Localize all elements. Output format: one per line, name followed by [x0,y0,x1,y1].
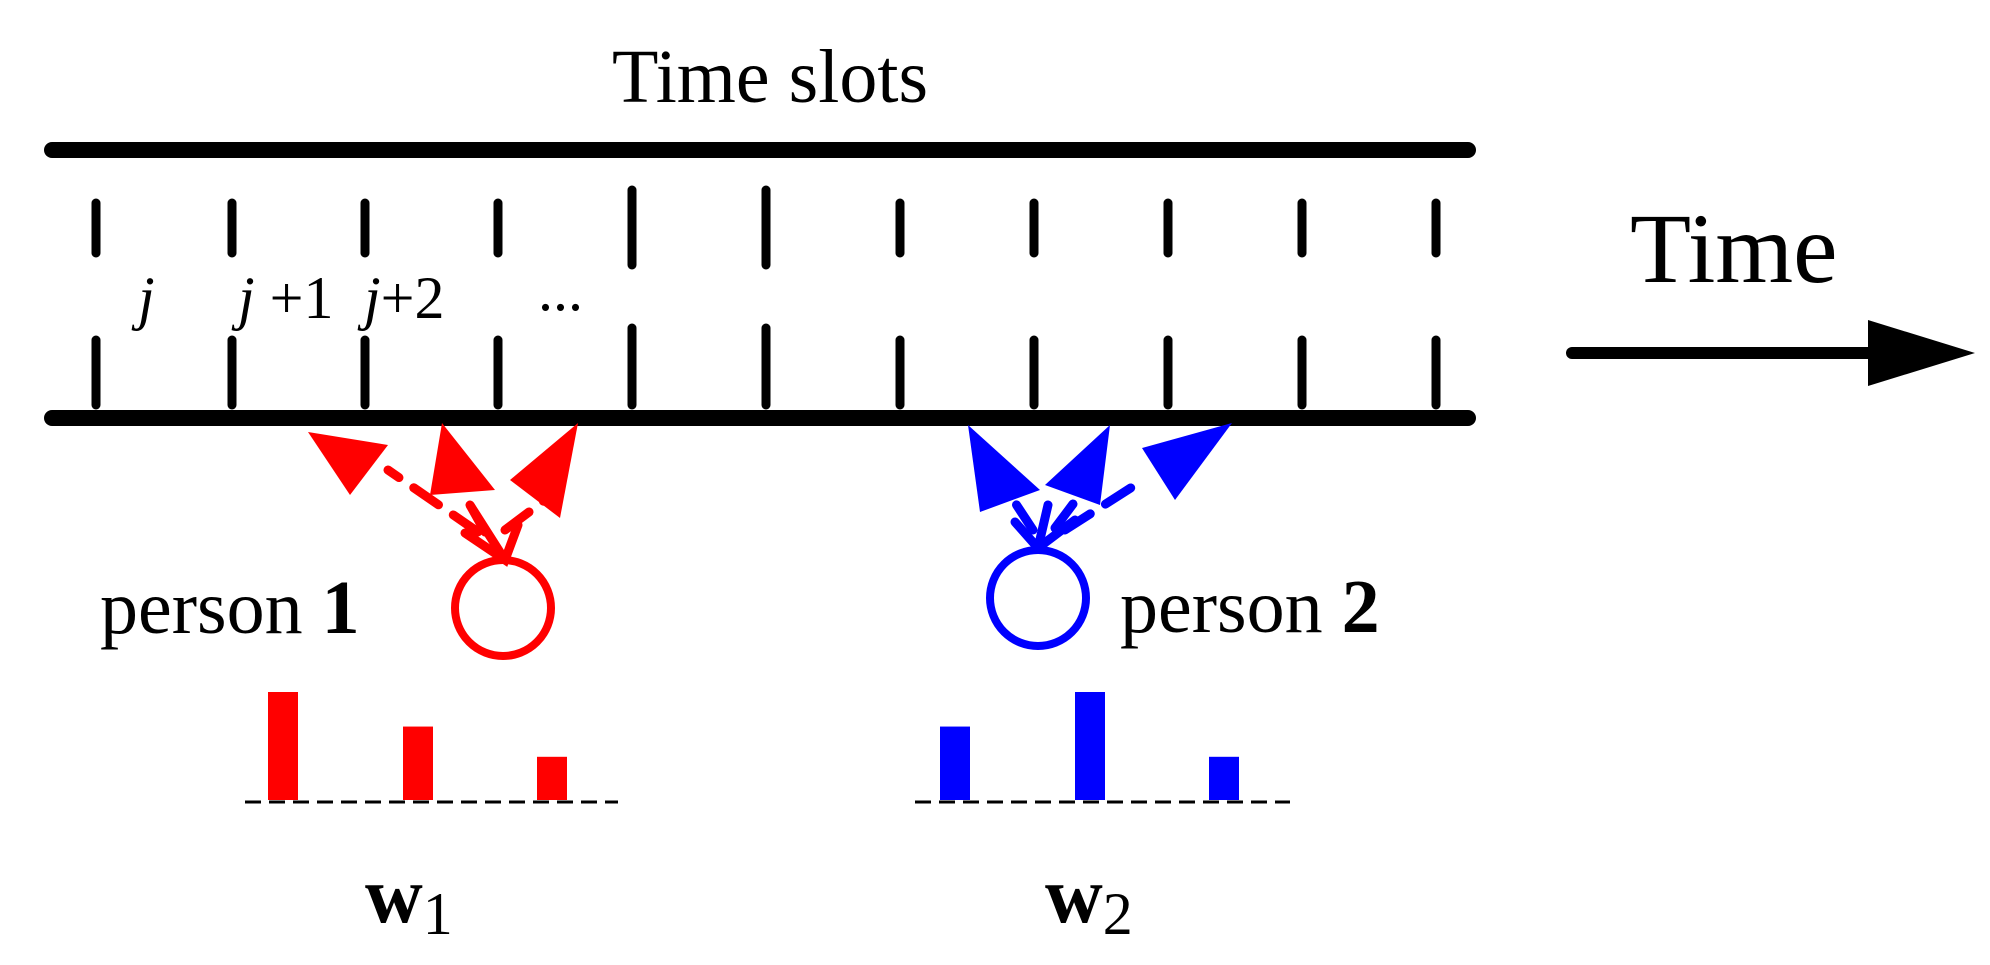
time-label: Time [1630,193,1838,304]
person-1-group: person 1 w1 [100,423,618,947]
person-2-arrow-head [968,425,1040,512]
person-2-dashed-arrow [1005,490,1038,535]
diagram-title: Time slots [612,35,928,119]
person-2-arrow-head [1045,425,1110,505]
person-2-group: person 2 w2 [915,423,1380,947]
person-1-dashed-arrow [383,465,483,537]
person-2-arrow-head [1142,423,1232,500]
person-2-weight-bar [1075,692,1105,800]
slot-label-j-plus-2: j+2 [357,265,445,331]
person-1-arrows [383,465,550,567]
person-2-weight-bar [940,726,970,800]
slot-ticks [91,185,1441,410]
person-1-label: person 1 [100,566,360,650]
person-1-weight-bar [403,726,433,800]
person-2-dashed-arrow [1033,500,1053,553]
person-2-node [986,546,1090,650]
person-1-arrow-head [430,423,495,495]
person-1-weight-bar [268,692,298,800]
slot-label-j-plus-1: j +1 [231,265,334,331]
slot-label-j: j [131,265,155,331]
person-1-dashed-arrow [500,495,550,535]
weight-vector-2-label: w2 [1045,852,1133,947]
person-2-weight-bar [1209,756,1239,800]
slot-label-ellipsis: ... [538,257,583,323]
person-1-arrow-head [308,432,388,495]
person-2-label: person 2 [1120,565,1380,649]
person-1-arrow-head [510,423,578,518]
weight-vector-1-label: w1 [365,852,453,947]
person-1-dashed-arrow [465,500,510,565]
person-1-weight-bar [537,756,567,800]
person-1-node [451,556,555,660]
time-arrow-head [1868,320,1975,386]
